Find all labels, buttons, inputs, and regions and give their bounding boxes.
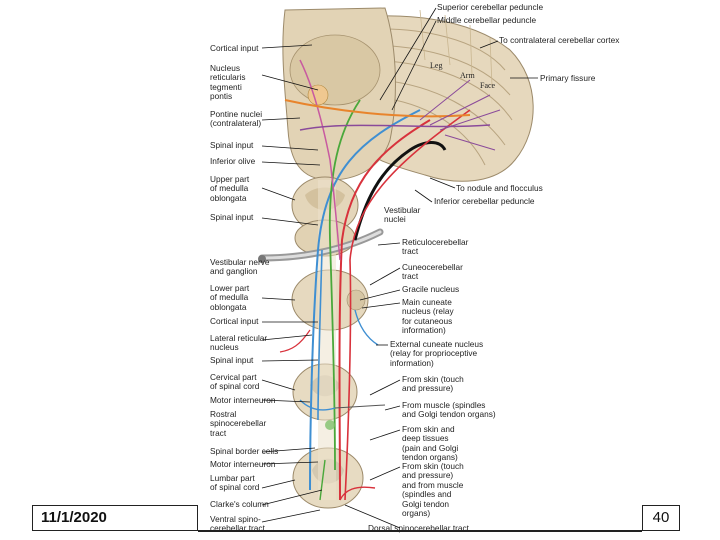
label-nucleus-reticularis: Nucleus reticularis tegmenti pontis: [210, 63, 246, 102]
label-external-cuneate: External cuneate nucleus (relay for prop…: [390, 339, 484, 368]
label-ventral-spinocerebellar: Ventral spino- cerebellar tract: [210, 514, 265, 534]
label-lateral-reticular: Lateral reticular nucleus: [210, 333, 268, 353]
label-cortical-input-2: Cortical input: [210, 316, 259, 326]
label-dorsal-spinocerebellar: Dorsal spinocerebellar tract: [368, 523, 469, 533]
tract-lines: [279, 59, 501, 501]
label-upper-medulla: Upper part of medulla oblongata: [210, 174, 250, 203]
label-motor-interneuron-1: Motor interneuron: [210, 395, 276, 405]
label-motor-interneuron-2: Motor interneuron: [210, 459, 276, 469]
label-lower-medulla: Lower part of medulla oblongata: [210, 283, 250, 312]
pons: [282, 7, 396, 181]
slide-page-number: 40: [642, 505, 680, 531]
label-cuneocerebellar: Cuneocerebellar tract: [402, 262, 463, 282]
label-middle-peduncle: Middle cerebellar peduncle: [437, 15, 537, 25]
label-muscle-spindles: From muscle (spindles and Golgi tendon o…: [402, 400, 496, 420]
label-pontine-nuclei: Pontine nuclei (contralateral): [210, 109, 263, 129]
slide-date: 11/1/2020: [32, 505, 198, 531]
label-inferior-peduncle: Inferior cerebellar peduncle: [434, 196, 535, 206]
label-cortical-input-top: Cortical input: [210, 43, 259, 53]
leader-lines: [261, 7, 538, 529]
label-reticulocerebellar: Reticulocerebellar tract: [402, 237, 469, 257]
face-label: Face: [480, 81, 496, 90]
label-clarkes-column: Clarke's column: [210, 499, 269, 509]
label-spinal-input-2: Spinal input: [210, 212, 254, 222]
label-vestibular-nerve: Vestibular nerve and ganglion: [210, 257, 270, 277]
label-skin-touch-muscle: From skin (touch and pressure) and from …: [402, 461, 464, 519]
label-primary-fissure: Primary fissure: [540, 73, 596, 83]
label-spinal-input-3: Spinal input: [210, 355, 254, 365]
label-vestibular-nuclei: Vestibular nuclei: [384, 205, 421, 225]
label-superior-peduncle: Superior cerebellar peduncle: [437, 2, 544, 12]
label-spinal-border-cells: Spinal border cells: [210, 446, 279, 456]
arm-label: Arm: [460, 71, 475, 80]
label-skin-touch-1: From skin (touch and pressure): [402, 374, 464, 394]
label-inferior-olive: Inferior olive: [210, 156, 256, 166]
leg-label: Leg: [430, 61, 442, 70]
label-skin-deep: From skin and deep tissues (pain and Gol…: [402, 424, 459, 463]
label-nodule-flocculus: To nodule and flocculus: [456, 183, 543, 193]
label-spinal-input-1: Spinal input: [210, 140, 254, 150]
vestibular-nerve: [258, 228, 384, 263]
footer-divider: [198, 530, 642, 532]
label-rostral-spinocerebellar: Rostral spinocerebellar tract: [210, 409, 267, 438]
label-lumbar-cord: Lumbar part of spinal cord: [210, 473, 260, 493]
label-main-cuneate: Main cuneate nucleus (relay for cutaneou…: [402, 297, 454, 336]
label-cervical-cord: Cervical part of spinal cord: [210, 372, 260, 392]
label-gracile: Gracile nucleus: [402, 284, 460, 294]
label-contralateral-cortex: To contralateral cerebellar cortex: [499, 35, 620, 45]
